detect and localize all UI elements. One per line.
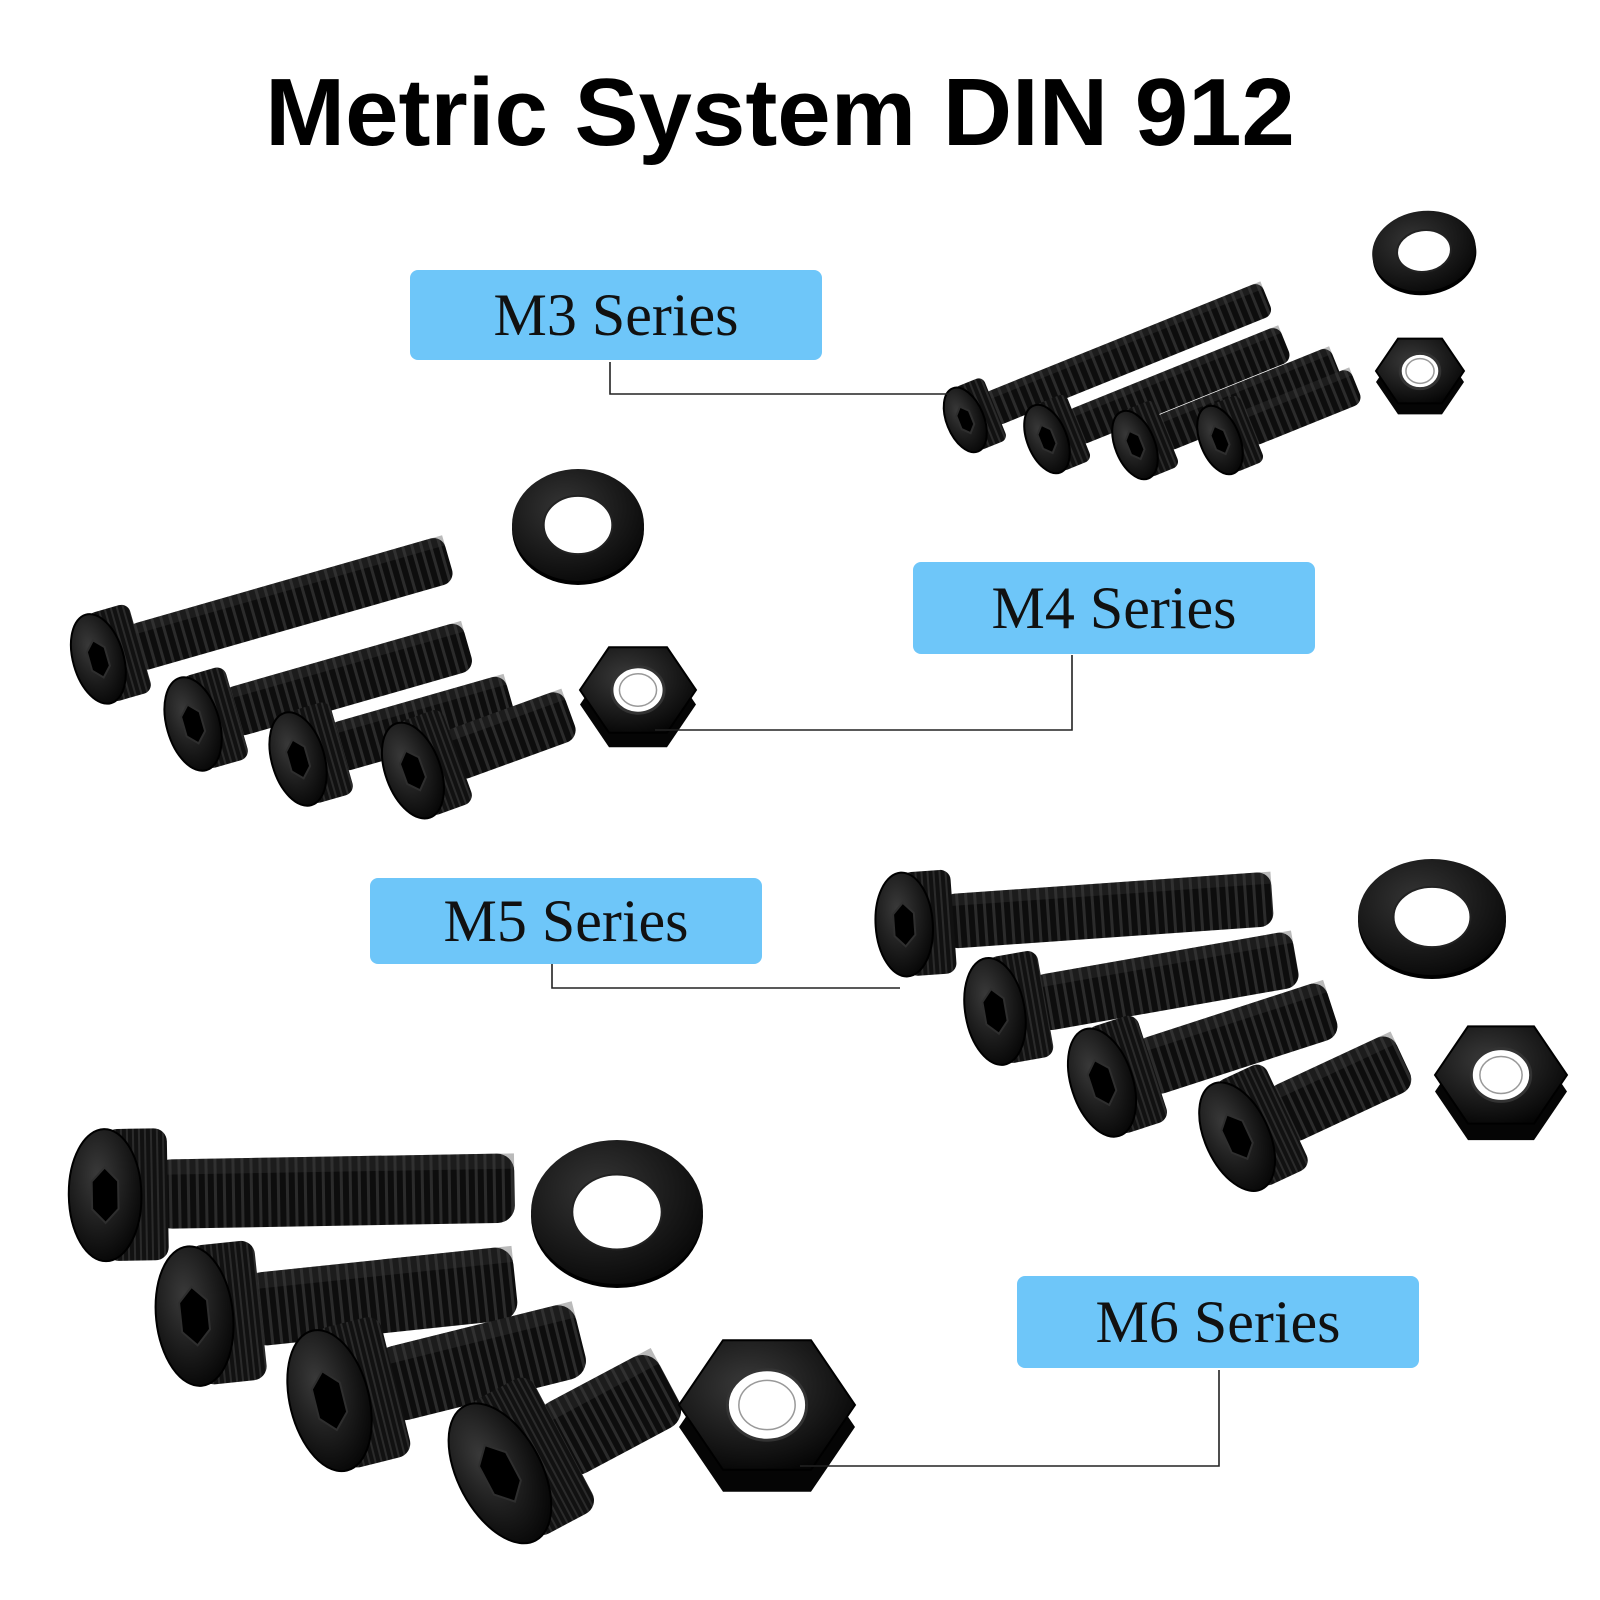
m6-series-label: M6 Series	[1017, 1276, 1419, 1368]
m3-leader-line	[609, 362, 950, 395]
m4-screw-4	[380, 688, 576, 820]
m6-leader-line	[800, 1370, 1220, 1467]
m4-nut	[578, 646, 698, 748]
page-title: Metric System DIN 912	[265, 59, 1295, 166]
m5-screw-1	[874, 869, 1274, 978]
m4-screw-2	[163, 620, 472, 772]
m5-screw-4	[1198, 1031, 1412, 1192]
m6-screw-3	[286, 1301, 586, 1473]
m3-washer	[1372, 210, 1477, 296]
m6-screw-1	[67, 1128, 515, 1263]
m6-screw-4	[447, 1347, 682, 1545]
m4-screw-1	[69, 535, 453, 705]
m4-series-label: M4 Series	[913, 562, 1315, 654]
m5-leader-line	[551, 964, 900, 989]
m5-screw-3	[1066, 979, 1338, 1138]
m6-nut	[677, 1339, 857, 1492]
m4-leader-line	[655, 655, 1073, 731]
m4-washer	[512, 469, 644, 585]
m5-nut	[1433, 1025, 1569, 1141]
m5-series-label: M5 Series	[370, 878, 762, 964]
m5-screw-2	[963, 930, 1299, 1066]
m3-nut	[1374, 337, 1466, 415]
m5-washer	[1358, 859, 1506, 979]
m3-series-label: M3 Series	[410, 270, 822, 360]
m6-screw-2	[154, 1240, 518, 1387]
m6-washer	[531, 1140, 703, 1288]
m3-screw-1	[942, 281, 1272, 454]
m3-screw-4	[1196, 367, 1361, 476]
